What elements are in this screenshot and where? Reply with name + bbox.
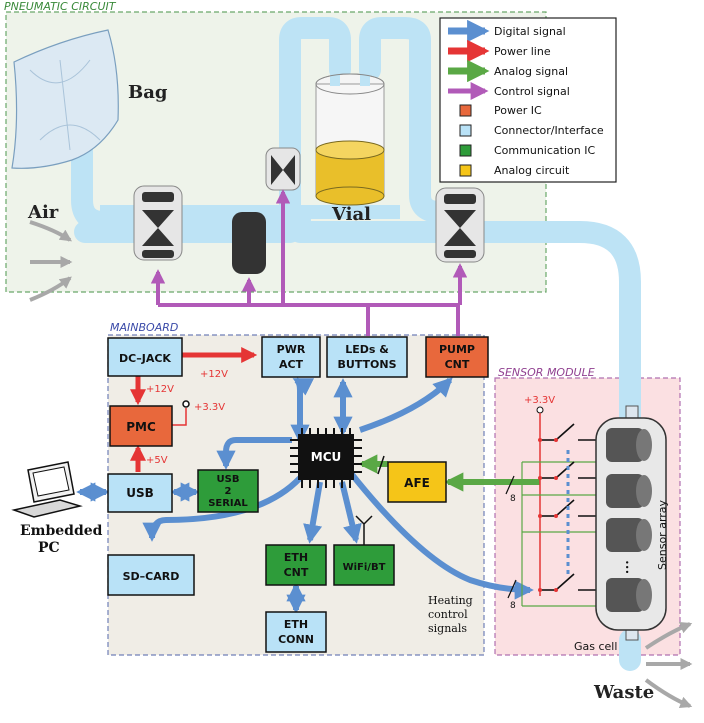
antenna-icon [355, 515, 373, 545]
switch-2 [538, 461, 596, 480]
afe-label: AFE [404, 476, 430, 490]
pump-cnt-block: PUMP CNT [425, 336, 489, 378]
usb2serial-block: USB 2 SERIAL [197, 469, 259, 513]
valve-left [133, 185, 183, 261]
voltage-12v-a: +12V [200, 369, 228, 380]
gas-sensor-2 [606, 474, 652, 508]
legend-connector-label: Connector/Interface [494, 124, 604, 137]
eth-conn-label-1: ETH [284, 618, 308, 631]
voltage-3v3-sensor: +3.3V [524, 395, 555, 406]
sensor-region-label: SENSOR MODULE [498, 366, 595, 379]
pump [232, 212, 266, 274]
pmc-label: PMC [126, 420, 156, 434]
pwr-act-block: PWR ACT [261, 336, 321, 378]
leds-label-2: BUTTONS [337, 358, 396, 371]
pwr-act-label-1: PWR [277, 343, 306, 356]
valve-middle [265, 147, 301, 191]
voltage-12v-b: +12V [146, 384, 174, 395]
switch-3 [538, 499, 596, 518]
eth-conn-label-2: CONN [278, 633, 314, 646]
bus-width-bottom: 8 [510, 601, 516, 611]
bag-label: Bag [128, 82, 168, 103]
pneumatic-region-label: PNEUMATIC CIRCUIT [4, 0, 117, 13]
legend-power-ic-label: Power IC [494, 104, 542, 117]
sensor-array-label: Sensor array [656, 499, 669, 570]
leds-label-1: LEDs & [345, 343, 389, 356]
legend-analog-label: Analog signal [494, 65, 568, 78]
bus-slash-top [505, 475, 515, 495]
legend-power-ic-swatch [459, 104, 472, 117]
heating-label-1: Heating [428, 594, 473, 607]
usb2serial-label-2: 2 [225, 486, 232, 497]
heating-label-2: control [428, 608, 468, 621]
gas-sensor-1 [606, 428, 652, 462]
sensor-dots: ••• [622, 560, 631, 574]
pump-cnt-label-2: CNT [445, 358, 470, 371]
leds-buttons-block: LEDs & BUTTONS [326, 336, 408, 378]
voltage-3v3: +3.3V [194, 402, 225, 413]
switch-1 [538, 423, 596, 442]
bus-slash-bottom [507, 579, 517, 599]
eth-conn-block: ETH CONN [265, 611, 327, 653]
dc-jack-label: DC–JACK [119, 352, 171, 365]
waste-label: Waste [593, 682, 654, 703]
sd-card-block: SD–CARD [107, 554, 195, 596]
legend-power-label: Power line [494, 45, 551, 58]
legend-comm-ic-label: Communication IC [494, 144, 595, 157]
analog-signal-arrows [358, 454, 540, 492]
bus-width-top: 8 [510, 494, 516, 504]
usb2serial-label-3: SERIAL [208, 498, 248, 509]
mainboard-region-label: MAINBOARD [110, 321, 178, 334]
embedded-pc-label-1: Embedded [20, 523, 103, 539]
mcu-label: MCU [311, 450, 342, 464]
legend-analog-circuit-label: Analog circuit [494, 164, 570, 177]
sd-card-label: SD–CARD [123, 570, 180, 583]
vial [315, 64, 385, 206]
wifi-bt-label: WiFi/BT [343, 562, 386, 573]
voltage-5v: +5V [146, 455, 168, 466]
legend: Digital signal Power line Analog signal … [439, 17, 617, 183]
eth-cnt-block: ETH CNT [265, 544, 327, 586]
heating-label-3: signals [428, 622, 467, 635]
legend-analog-circuit-swatch [459, 164, 472, 177]
bag [11, 29, 119, 169]
afe-block: AFE [387, 461, 447, 503]
legend-comm-ic-swatch [459, 144, 472, 157]
usb-block: USB [107, 473, 173, 513]
dc-jack-block: DC–JACK [107, 337, 183, 377]
afe-slash [377, 455, 385, 475]
legend-digital-label: Digital signal [494, 25, 566, 38]
control-signal-bus [150, 189, 468, 336]
embedded-pc-label-2: PC [38, 540, 60, 556]
pmc-3v3-tap [172, 400, 190, 426]
pmc-block: PMC [109, 405, 173, 447]
legend-control-label: Control signal [494, 85, 570, 98]
legend-connector-swatch [459, 124, 472, 137]
laptop-icon [11, 461, 83, 518]
air-inlet-arrows [29, 220, 73, 302]
usb2serial-label-1: USB [217, 474, 240, 485]
sensor-3v3-rail [536, 406, 544, 596]
vial-label: Vial [331, 204, 371, 225]
mcu-chip: MCU [290, 428, 362, 488]
usb-label: USB [126, 486, 154, 500]
switch-4 [538, 573, 596, 592]
power-lines [129, 346, 258, 472]
gas-sensor-4 [606, 578, 652, 612]
eth-cnt-label-2: CNT [284, 566, 309, 579]
waste-outlet-arrows [644, 621, 693, 709]
digital-signal-arrows [76, 377, 534, 614]
air-label: Air [27, 202, 59, 223]
gas-sensor-3 [606, 518, 652, 552]
pwr-act-label-2: ACT [279, 358, 304, 371]
eth-cnt-label-1: ETH [284, 551, 308, 564]
pump-cnt-label-1: PUMP [439, 343, 475, 356]
wifi-bt-block: WiFi/BT [333, 515, 395, 586]
valve-right [435, 187, 485, 263]
gas-cell [595, 405, 667, 641]
heater-switches [538, 423, 596, 592]
gas-cell-label: Gas cell [574, 640, 617, 653]
